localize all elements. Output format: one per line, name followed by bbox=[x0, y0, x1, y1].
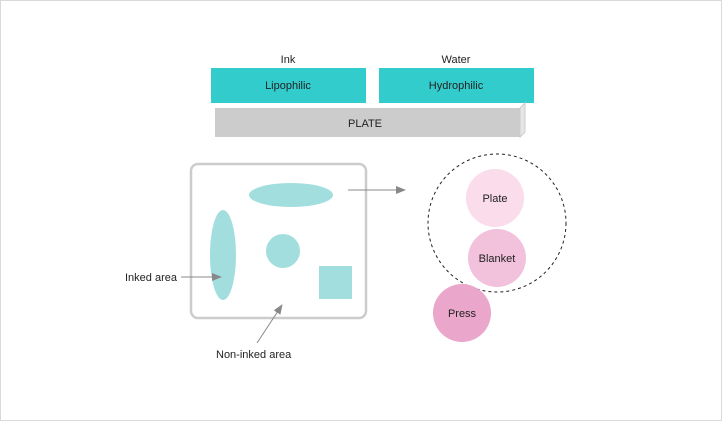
hydrophilic-layer bbox=[379, 68, 534, 103]
inked-area-label: Inked area bbox=[125, 272, 178, 284]
hydrophilic-label: Hydrophilic bbox=[429, 80, 484, 92]
plate-cylinder bbox=[466, 169, 524, 227]
inked-ellipse-horizontal bbox=[249, 183, 333, 207]
plate-cylinder-label: Plate bbox=[482, 193, 507, 205]
inked-circle bbox=[266, 234, 300, 268]
inked-ellipse-vertical bbox=[210, 210, 236, 300]
press-cylinder bbox=[433, 284, 491, 342]
blanket-cylinder bbox=[468, 229, 526, 287]
blanket-cylinder-label: Blanket bbox=[479, 253, 516, 265]
lipophilic-label: Lipophilic bbox=[265, 80, 311, 92]
cylinder-group-outline bbox=[427, 153, 567, 293]
ink-label: Ink bbox=[281, 54, 296, 66]
non-inked-area-arrow bbox=[256, 304, 283, 344]
plate-label: PLATE bbox=[348, 118, 382, 130]
non-inked-area-label: Non-inked area bbox=[216, 349, 292, 361]
plate-slab bbox=[215, 101, 526, 139]
lipophilic-layer bbox=[211, 68, 366, 103]
water-label: Water bbox=[442, 54, 471, 66]
inked-square bbox=[319, 266, 352, 299]
press-cylinder-label: Press bbox=[448, 308, 477, 320]
